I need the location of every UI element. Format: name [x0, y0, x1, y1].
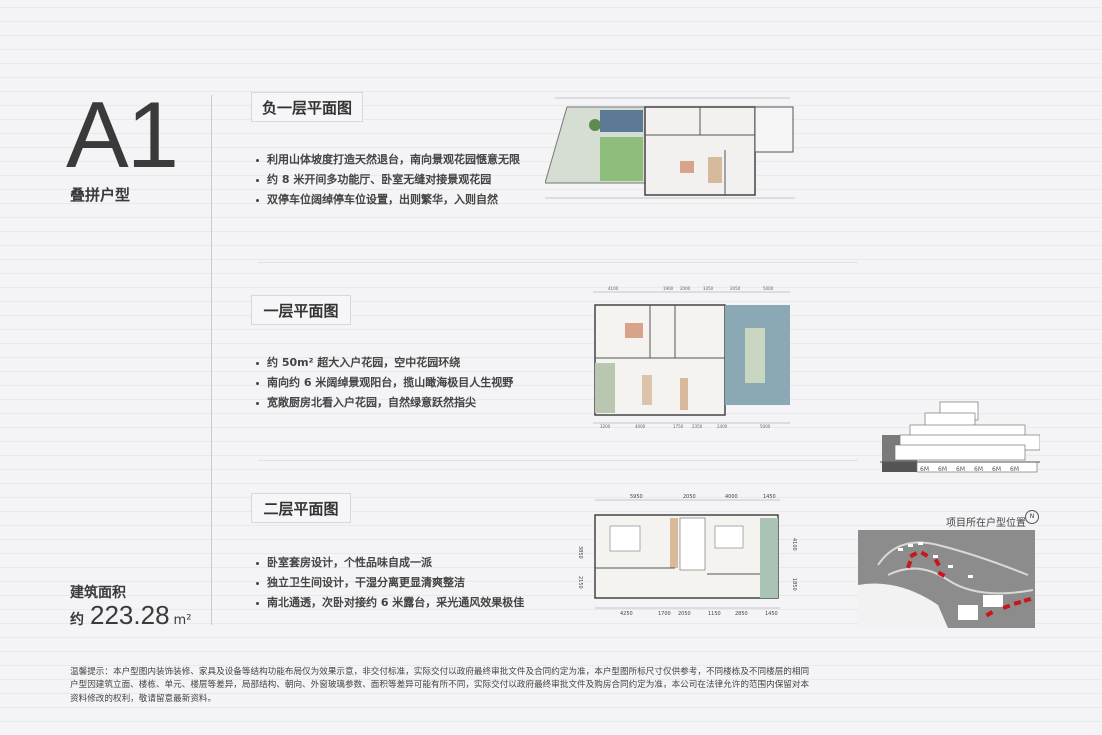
- dimension: 2050: [678, 611, 691, 617]
- building-section-diagram: 6M: [880, 401, 1040, 473]
- dimension: 4250: [620, 611, 633, 617]
- unit-type-title: A1: [66, 82, 179, 187]
- span-label: 6M: [956, 466, 965, 473]
- dimension: 1750: [673, 424, 684, 429]
- dimension: 2150: [577, 576, 583, 589]
- area-prefix: 约: [70, 612, 84, 628]
- feature-item: 约 50m² 超大入户花园，空中花园环绕: [255, 353, 513, 373]
- span-label: 6M: [938, 466, 947, 473]
- compass-icon: N: [1025, 510, 1039, 524]
- dimension: 2050: [730, 286, 741, 291]
- span-label: 6M: [920, 466, 929, 473]
- dimension: 1900: [663, 286, 674, 291]
- feature-item: 利用山体坡度打造天然退台，南向景观花园惬意无限: [255, 150, 520, 170]
- second-floor-features: 卧室套房设计，个性品味自成一派 独立卫生间设计，干湿分离更显清爽整洁 南北通透，…: [255, 553, 524, 613]
- dimension: 2400: [717, 424, 728, 429]
- disclaimer-notice: 温馨提示：本户型图内装饰装修、家具及设备等结构功能布局仅为效果示意，非交付标准，…: [70, 667, 810, 704]
- unit-highlight: [906, 550, 1032, 618]
- area-unit: m²: [173, 613, 192, 628]
- divider: [258, 262, 858, 263]
- span-label: 6M: [992, 466, 1001, 473]
- dimension: 4100: [791, 538, 797, 551]
- dimension: 3200: [600, 424, 611, 429]
- second-floor-label: 二层平面图: [251, 493, 351, 523]
- second-floor-plan: 5950 2050 4000 1450 4250 1700 2050 1150 …: [577, 494, 797, 617]
- dimension: 2000: [680, 286, 691, 291]
- dimension: 1700: [658, 611, 671, 617]
- dimension: 2850: [735, 611, 748, 617]
- feature-item: 卧室套房设计，个性品味自成一派: [255, 553, 524, 573]
- dimension: 4100: [608, 286, 619, 291]
- span-labels: 6M 6M 6M 6M 6M 6M 6M 6M: [884, 466, 1028, 473]
- dimension: 3350: [703, 286, 714, 291]
- span-label: 6M: [974, 466, 983, 473]
- area-label: 建筑面积: [70, 585, 126, 601]
- dimension: 5000: [763, 286, 774, 291]
- first-floor-features: 约 50m² 超大入户花园，空中花园环绕 南向约 6 米阔绰景观阳台，揽山瞰海极…: [255, 353, 513, 413]
- feature-item: 双停车位阔绰停车位设置，出则繁华，入则自然: [255, 190, 520, 210]
- dimension: 5000: [760, 424, 771, 429]
- unit-type-subtitle: 叠拼户型: [70, 186, 131, 204]
- first-floor-label: 一层平面图: [251, 295, 351, 325]
- feature-item: 南北通透，次卧对接约 6 米露台，采光通风效果极佳: [255, 593, 524, 613]
- location-label: 项目所在户型位置: [946, 518, 1026, 529]
- feature-item: 约 8 米开间多功能厅、卧室无缝对接景观花园: [255, 170, 520, 190]
- dimension: 4000: [635, 424, 646, 429]
- basement-floor-label: 负一层平面图: [251, 92, 363, 122]
- dimension: 1150: [708, 611, 721, 617]
- dimension: 2050: [683, 494, 696, 500]
- span-label: 6M: [902, 466, 911, 473]
- span-label: 6M: [1010, 466, 1019, 473]
- feature-item: 独立卫生间设计，干湿分离更显清爽整洁: [255, 573, 524, 593]
- dimension: 5950: [630, 494, 643, 500]
- first-floor-plan: 4100 1900 2000 3350 2050 5000 3200 4000 …: [593, 286, 790, 429]
- basement-floor-plan: [545, 97, 795, 199]
- divider: [211, 95, 212, 625]
- feature-item: 宽敞厨房北看入户花园，自然绿意跃然指尖: [255, 393, 513, 413]
- dimension: 2350: [692, 424, 703, 429]
- dimension: 1450: [765, 611, 778, 617]
- site-location-map: [858, 530, 1035, 628]
- divider: [258, 460, 858, 461]
- basement-features: 利用山体坡度打造天然退台，南向景观花园惬意无限 约 8 米开间多功能厅、卧室无缝…: [255, 150, 520, 210]
- dimension: 1850: [791, 578, 797, 591]
- dimension: 1450: [763, 494, 776, 500]
- dimension: 3850: [577, 546, 583, 559]
- span-label: 6M: [884, 466, 893, 473]
- feature-item: 南向约 6 米阔绰景观阳台，揽山瞰海极目人生视野: [255, 373, 513, 393]
- area-value: 223.28: [90, 600, 170, 630]
- dimension: 4000: [725, 494, 738, 500]
